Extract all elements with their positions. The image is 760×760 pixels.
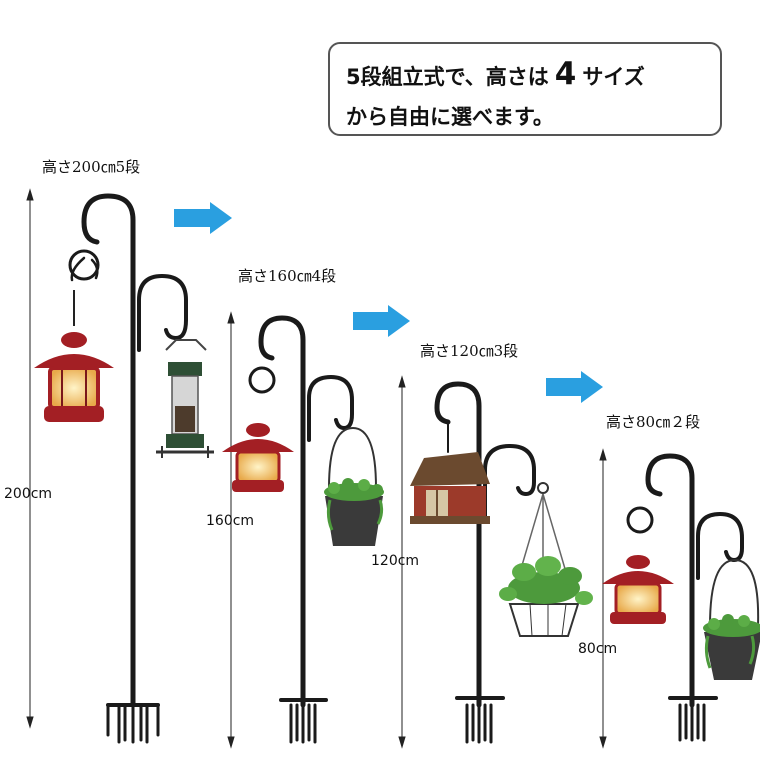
arrow-right-icon (546, 371, 603, 403)
birdhouse-icon (410, 452, 490, 524)
dimension-value-120: 120cm (371, 553, 420, 569)
dimension-value-160: 160cm (206, 513, 255, 529)
dimension-line-120 (398, 375, 406, 749)
dimension-value-80: 80cm (578, 641, 618, 657)
callout-text-post: サイズ (582, 65, 645, 89)
lantern-icon (222, 423, 294, 492)
hanging-planter-icon (703, 558, 760, 680)
hanging-planter-icon (499, 482, 593, 637)
callout-line-2: から自由に選べます。 (346, 105, 554, 129)
dimension-line-160 (227, 311, 235, 749)
shepherd-hook-stand-160 (248, 315, 354, 744)
callout-size-count: 4 (554, 56, 577, 92)
dimension-value-200: 200cm (4, 486, 53, 502)
dimension-line-200 (26, 188, 34, 729)
bird-feeder-icon (156, 339, 214, 458)
lantern-icon (34, 290, 114, 422)
callout-text-pre: 5段組立式で、高さは (346, 65, 549, 89)
stand-label-200: 高さ200㎝5段 (42, 158, 141, 176)
stand-label-160: 高さ160㎝4段 (238, 267, 337, 285)
shepherd-hook-stand-120 (434, 381, 536, 744)
arrow-right-icon (174, 202, 232, 234)
dimension-line-80 (599, 448, 607, 749)
hanging-planter-icon (324, 426, 384, 546)
arrow-right-icon (353, 305, 410, 337)
stand-label-80: 高さ80㎝２段 (606, 413, 701, 431)
shepherd-hook-stand-200 (68, 193, 188, 744)
stand-label-120: 高さ120㎝3段 (420, 342, 519, 360)
lantern-icon (602, 555, 674, 624)
